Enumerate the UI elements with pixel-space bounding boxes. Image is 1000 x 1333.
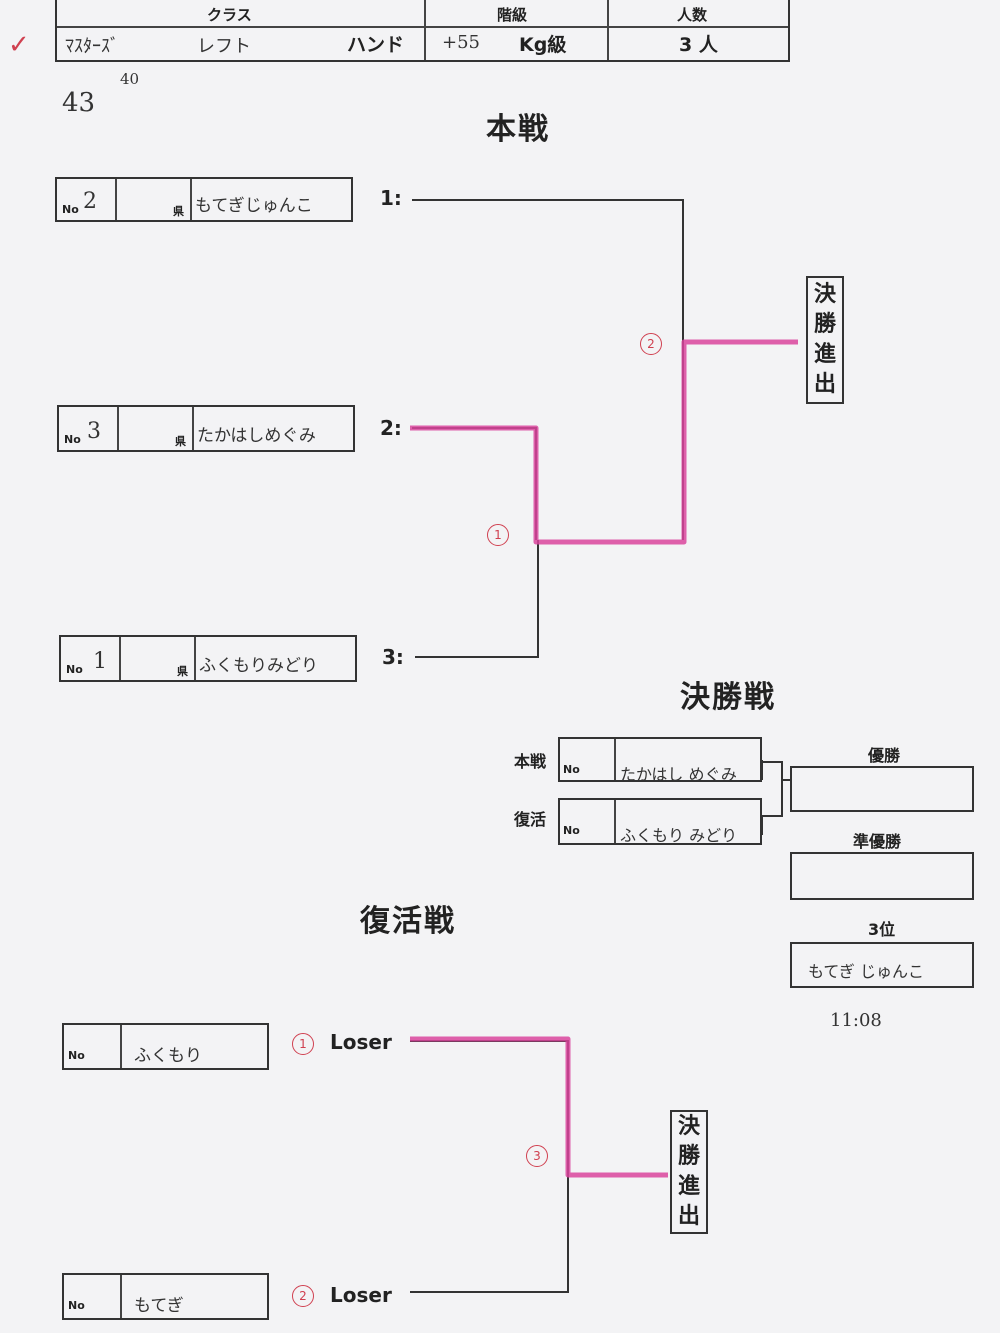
advance-char: 決 xyxy=(813,282,836,307)
repechage-entry-2: No もてぎ xyxy=(62,1273,269,1320)
final-row-label-main: 本戦 xyxy=(514,752,547,771)
result-label-runnerup: 準優勝 xyxy=(853,832,902,851)
repechage-match-mark: 3 xyxy=(526,1145,548,1167)
repechage-advance-box: 決 勝 進 出 xyxy=(670,1110,708,1234)
advance-char: 進 xyxy=(813,342,836,367)
advance-char: 出 xyxy=(813,372,836,397)
no-label: No xyxy=(68,1299,85,1312)
advance-char: 勝 xyxy=(813,312,836,337)
entry-name: たかはしめぐみ xyxy=(197,426,316,446)
repechage-mark-2: 2 xyxy=(292,1285,314,1307)
result-box-winner xyxy=(790,766,974,812)
seed-3: 3: xyxy=(382,645,404,669)
no-label: No xyxy=(62,203,79,216)
main-entry-1: No 2 県 もてぎじゅんこ xyxy=(55,177,353,222)
age-note: 43 xyxy=(62,88,96,118)
entry-name: ふくもりみどり xyxy=(199,656,318,676)
weight-value: +55 xyxy=(442,32,480,53)
repechage-mark-1: 1 xyxy=(292,1033,314,1055)
header-table: クラス 階級 人数 ﾏｽﾀｰｽﾞ レフト ハンド +55 Kg級 3 人 xyxy=(55,0,790,62)
pref-label: 県 xyxy=(175,435,186,448)
header-weight-heading: 階級 xyxy=(497,6,528,24)
final-row-main: No たかはし めぐみ xyxy=(558,737,762,784)
arm-value: レフト xyxy=(197,36,251,57)
advance-char: 出 xyxy=(677,1204,700,1229)
pref-label: 県 xyxy=(173,205,184,218)
final-name-repechage: ふくもり みどり xyxy=(620,826,738,845)
advance-char: 決 xyxy=(677,1114,700,1139)
no-label: No xyxy=(64,433,81,446)
header-class-heading: クラス xyxy=(207,6,252,24)
main-title: 本戦 xyxy=(486,112,550,147)
match-mark-1: 1 xyxy=(487,524,509,546)
repechage-name-1: ふくもり xyxy=(134,1046,202,1066)
final-name-main: たかはし めぐみ xyxy=(620,765,737,784)
no-label: No xyxy=(563,763,580,776)
no-label: No xyxy=(66,663,83,676)
pref-label: 県 xyxy=(177,665,188,678)
check-mark: ✓ xyxy=(8,30,30,60)
class-value: ﾏｽﾀｰｽﾞ xyxy=(65,36,119,57)
final-title: 決勝戦 xyxy=(680,680,776,715)
result-label-third: 3位 xyxy=(868,920,896,939)
entry-number: 2 xyxy=(83,189,97,214)
main-advance-box: 決 勝 進 出 xyxy=(806,276,844,404)
weight-unit: Kg級 xyxy=(519,34,567,56)
repechage-entry-1: No ふくもり xyxy=(62,1023,269,1070)
final-row-repechage: No ふくもり みどり xyxy=(558,798,762,845)
advance-char: 進 xyxy=(677,1174,700,1199)
seed-2: 2: xyxy=(380,416,402,440)
match-mark-2: 2 xyxy=(640,333,662,355)
hand-label: ハンド xyxy=(347,34,405,56)
result-box-runnerup xyxy=(790,852,974,900)
result-box-third: もてぎ じゅんこ xyxy=(790,942,974,988)
entry-name: もてぎじゅんこ xyxy=(195,196,313,216)
advance-char: 勝 xyxy=(677,1144,700,1169)
header-count-heading: 人数 xyxy=(677,6,708,24)
no-label: No xyxy=(563,824,580,837)
repechage-seed-2: Loser xyxy=(330,1283,392,1307)
time-note: 11:08 xyxy=(830,1010,882,1031)
main-entry-3: No 1 県 ふくもりみどり xyxy=(59,635,357,682)
count-value: 3 人 xyxy=(679,34,718,56)
no-label: No xyxy=(68,1049,85,1062)
final-row-label-repechage: 復活 xyxy=(514,810,547,829)
entry-number: 3 xyxy=(87,419,101,444)
repechage-seed-1: Loser xyxy=(330,1030,392,1054)
result-label-winner: 優勝 xyxy=(868,746,901,765)
seed-1: 1: xyxy=(380,186,402,210)
age-superscript: 40 xyxy=(120,70,140,88)
repechage-name-2: もてぎ xyxy=(134,1296,184,1316)
entry-number: 1 xyxy=(93,649,107,674)
result-value: もてぎ じゅんこ xyxy=(808,962,924,981)
repechage-title: 復活戦 xyxy=(360,904,456,939)
main-entry-2: No 3 県 たかはしめぐみ xyxy=(57,405,355,452)
